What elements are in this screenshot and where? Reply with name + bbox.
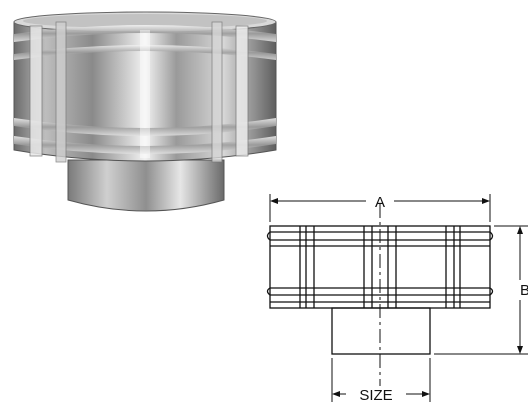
dimension-drawing — [266, 194, 528, 402]
dimension-b-label: B — [520, 282, 528, 299]
product-photo — [13, 11, 277, 212]
dimension-a-label: A — [375, 194, 385, 211]
drawing-collar-outline — [331, 307, 431, 355]
dimension-size-label: SIZE — [359, 387, 392, 402]
photo-collar — [67, 159, 225, 212]
